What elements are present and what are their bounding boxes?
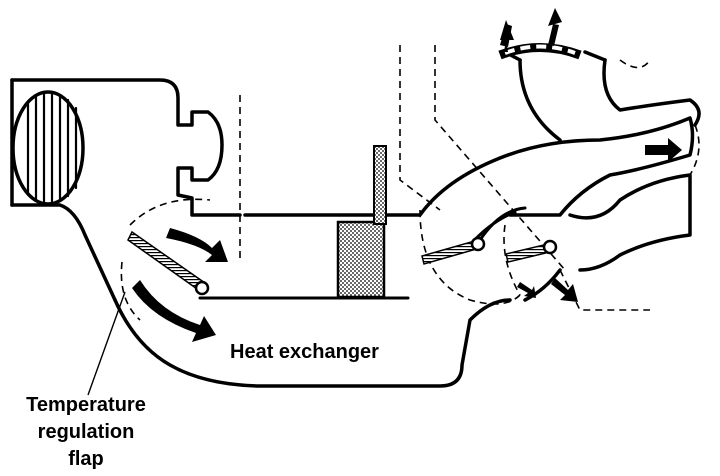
heat-exchanger-label: Heat exchanger	[230, 341, 379, 363]
heat-exchanger	[336, 145, 387, 299]
pivot-icon	[542, 239, 558, 255]
flow-arrow-icon	[166, 228, 228, 262]
flow-arrow-icon	[551, 278, 578, 302]
flap-label-line2: regulation	[38, 421, 135, 443]
outlet-flap-top	[498, 43, 582, 60]
mixing-flap-right	[505, 239, 558, 263]
pivot-icon	[470, 236, 486, 252]
lower-outlet-duct	[568, 173, 692, 272]
upper-outlet-duct	[518, 58, 701, 142]
flow-arrow-icon	[548, 8, 562, 46]
duct-upper-wall	[243, 116, 695, 217]
flow-arrow-icon	[645, 138, 682, 162]
duct-lower-wall	[113, 298, 512, 388]
flow-arrow-icon	[132, 280, 216, 342]
flap-leader-line	[87, 291, 126, 396]
pivot-icon	[194, 280, 210, 296]
flow-arrow-icon	[500, 24, 512, 47]
temperature-regulation-flap	[127, 230, 210, 296]
flap-label-line1: Temperature	[26, 394, 146, 416]
blower-fan-icon	[10, 78, 242, 302]
flow-arrow-icon	[517, 282, 536, 298]
flap-label-line3: flap	[68, 448, 104, 470]
mixing-flap-left	[421, 236, 486, 265]
